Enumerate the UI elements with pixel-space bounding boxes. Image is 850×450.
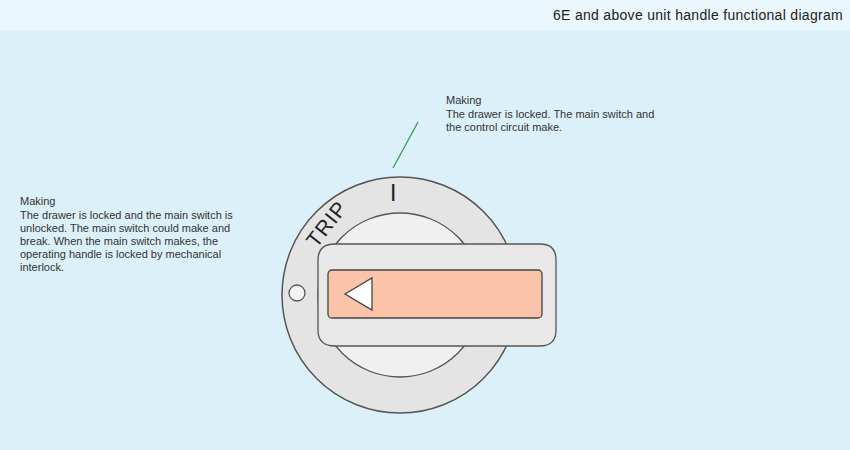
leader-line <box>393 122 418 168</box>
callout-text: The drawer is locked and the main switch… <box>20 209 252 274</box>
position-mark: I <box>390 180 396 207</box>
diagram-title: 6E and above unit handle functional diag… <box>553 7 843 23</box>
pointer-triangle <box>345 278 372 310</box>
position-hole <box>289 285 305 301</box>
callout-heading: Making <box>446 94 481 107</box>
callout-text: The drawer is locked. The main switch an… <box>446 108 661 134</box>
callout-heading: Making <box>20 195 55 208</box>
operating-handle <box>328 270 542 318</box>
handle-plate <box>318 244 556 346</box>
